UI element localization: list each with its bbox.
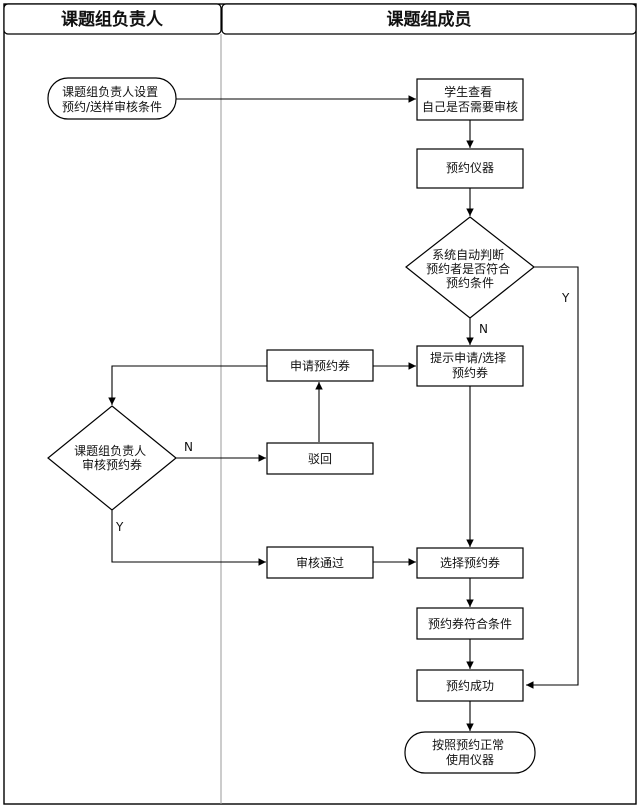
lane-title-leader: 课题组负责人: [61, 9, 164, 30]
node-leader-review: 课题组负责人 审核预约券: [47, 405, 177, 511]
edge-label-judge-yes: Y: [561, 291, 570, 305]
node-voucher-ok: 预约券符合条件: [416, 607, 524, 640]
node-set-conditions: 课题组负责人设置 预约/送样审核条件: [47, 77, 177, 120]
node-select-voucher-label: 选择预约券: [440, 555, 500, 570]
node-approved-label: 审核通过: [296, 555, 344, 570]
node-use-instrument-label: 按照预约正常 使用仪器: [432, 737, 508, 767]
node-book-instrument-label: 预约仪器: [446, 160, 494, 175]
edge-apply-to-review: [108, 365, 267, 405]
node-approved: 审核通过: [266, 546, 374, 579]
node-prompt-apply: 提示申请/选择 预约券: [416, 345, 524, 387]
node-set-conditions-label: 课题组负责人设置 预约/送样审核条件: [62, 85, 162, 114]
node-reject: 驳回: [266, 442, 374, 475]
edge-review-yes-to-approved: [111, 510, 266, 566]
edge-judge-yes-to-success: [526, 266, 579, 689]
node-auto-judge: 系统自动判断 预约者是否符合 预约条件: [405, 216, 535, 319]
node-auto-judge-label: 系统自动判断 预约者是否符合 预约条件: [426, 247, 514, 290]
node-use-instrument: 按照预约正常 使用仪器: [404, 731, 536, 774]
node-book-instrument: 预约仪器: [416, 148, 524, 189]
node-voucher-ok-label: 预约券符合条件: [428, 616, 512, 631]
edge-label-review-no: N: [184, 440, 193, 454]
node-book-success-label: 预约成功: [446, 678, 494, 693]
swimlane-frame: [3, 3, 637, 805]
node-student-check: 学生查看 自己是否需要审核: [416, 78, 524, 121]
edge-label-review-yes: Y: [115, 520, 124, 534]
node-leader-review-label: 课题组负责人 审核预约券: [74, 444, 150, 472]
node-prompt-apply-label: 提示申请/选择 预约券: [430, 350, 510, 380]
node-reject-label: 驳回: [308, 452, 332, 466]
node-apply-voucher: 申请预约券: [266, 349, 374, 382]
edge-label-judge-no: N: [479, 322, 488, 336]
node-select-voucher: 选择预约券: [416, 547, 524, 579]
node-student-check-label: 学生查看 自己是否需要审核: [422, 84, 518, 114]
lane-header-leader: 课题组负责人: [3, 3, 222, 35]
edges: [108, 95, 579, 731]
lane-header-member: 课题组成员: [221, 3, 637, 35]
lane-title-member: 课题组成员: [387, 9, 472, 30]
node-book-success: 预约成功: [416, 669, 524, 702]
node-apply-voucher-label: 申请预约券: [290, 358, 350, 373]
